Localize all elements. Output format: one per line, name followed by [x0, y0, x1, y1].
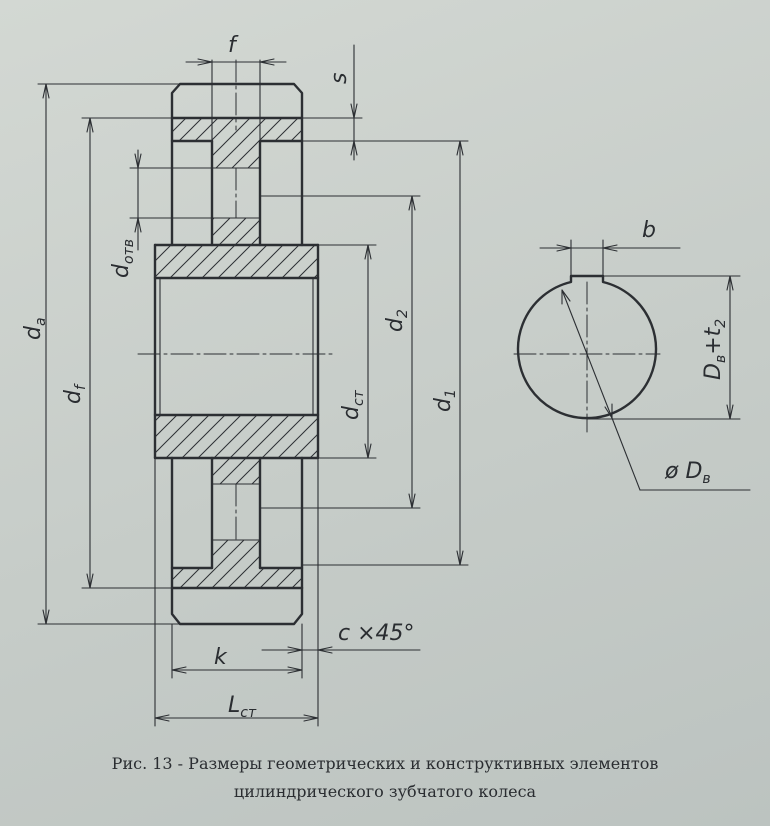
label-dst: dст	[339, 389, 367, 420]
label-k: k	[214, 645, 228, 670]
dimension-labels: f s b da df dотв d2 dст d1 k c ×45° Lст …	[21, 33, 729, 721]
label-d1: d1	[431, 389, 459, 412]
label-df: df	[61, 383, 89, 404]
figure-caption: Рис. 13 - Размеры геометрических и конст…	[0, 750, 770, 806]
label-s: s	[327, 73, 352, 84]
caption-line-1: Рис. 13 - Размеры геометрических и конст…	[111, 754, 659, 773]
label-da: da	[21, 317, 49, 340]
label-dv-t2: Dв+t2	[701, 319, 729, 380]
dimension-lines	[37, 44, 469, 727]
label-lst: Lст	[228, 693, 257, 721]
label-d2: d2	[383, 309, 411, 332]
label-b: b	[642, 218, 656, 243]
gear-outline	[153, 82, 320, 626]
label-dv: ø Dв	[664, 459, 711, 487]
caption-line-2: цилиндрического зубчатого колеса	[233, 782, 537, 801]
label-f: f	[228, 33, 239, 58]
label-dotv: dотв	[109, 239, 137, 278]
hatched-sections	[155, 118, 318, 588]
label-chamfer: c ×45°	[338, 621, 415, 646]
key-section	[516, 239, 751, 491]
